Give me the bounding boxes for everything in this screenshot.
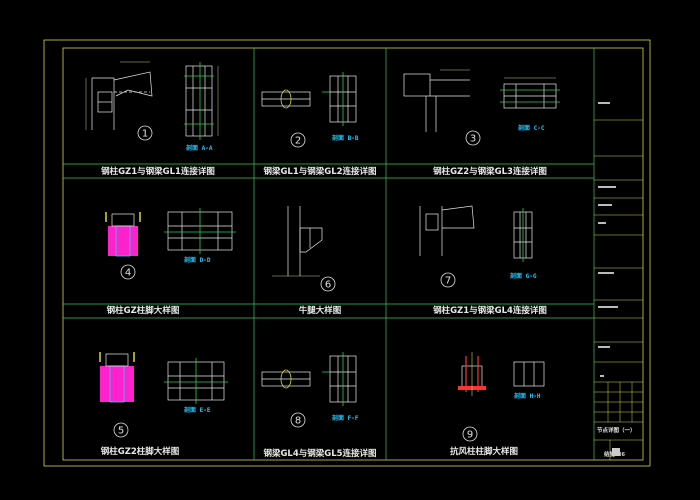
detail-5-accents bbox=[164, 358, 228, 404]
detail-7-caption: 钢柱GZ1与钢梁GL4连接详图 bbox=[433, 305, 547, 316]
detail-6-drawing bbox=[272, 206, 323, 277]
detail-1-section-label: 剖面 A-A bbox=[186, 144, 213, 152]
detail-8-number: 8 bbox=[295, 416, 301, 427]
detail-7-drawing bbox=[419, 205, 533, 259]
detail-9-section-label: 剖面 H-H bbox=[514, 392, 541, 400]
detail-2-accents bbox=[322, 72, 344, 126]
detail-5-caption: 钢柱GZ2柱脚大样图 bbox=[101, 446, 180, 457]
detail-8-drawing bbox=[261, 355, 357, 403]
detail-2-number-circle bbox=[290, 132, 306, 148]
detail-2-splice bbox=[280, 89, 292, 109]
detail-5-section-label: 剖面 E-E bbox=[184, 406, 211, 414]
detail-7-number: 7 bbox=[445, 276, 451, 287]
title-block-marks bbox=[598, 102, 618, 377]
detail-3-number: 3 bbox=[470, 134, 476, 145]
detail-2-caption: 钢梁GL1与钢梁GL2连接详图 bbox=[263, 166, 376, 177]
detail-3-caption: 钢柱GZ2与钢梁GL3连接详图 bbox=[433, 166, 547, 177]
detail-8-section-label: 剖面 F-F bbox=[332, 414, 359, 422]
detail-8-number-circle bbox=[290, 412, 306, 428]
detail-3-dims bbox=[440, 69, 556, 79]
detail-6-caption: 牛腿大样图 bbox=[299, 305, 342, 316]
detail-1-drawing bbox=[91, 65, 213, 137]
detail-3-drawing bbox=[403, 73, 557, 132]
detail-9-number-circle bbox=[462, 426, 478, 442]
detail-9-base bbox=[458, 352, 486, 396]
detail-3-section-label: 剖面 C-C bbox=[518, 124, 545, 132]
detail-1-number: 1 bbox=[142, 129, 148, 140]
outer-frame bbox=[43, 39, 651, 467]
detail-8-accents bbox=[322, 352, 344, 406]
detail-2-section-label: 剖面 B-B bbox=[332, 134, 359, 142]
detail-4-caption: 钢柱GZ柱脚大样图 bbox=[107, 305, 180, 316]
drawing-title: 节点详图（一） bbox=[597, 426, 636, 434]
detail-5-number-circle bbox=[113, 422, 129, 438]
panel-grid bbox=[63, 48, 595, 460]
detail-2-number: 2 bbox=[295, 136, 301, 147]
detail-2-drawing bbox=[261, 75, 357, 123]
detail-9-number: 9 bbox=[467, 430, 473, 441]
detail-5-number: 5 bbox=[118, 426, 124, 437]
detail-4-number: 4 bbox=[125, 268, 131, 279]
detail-8-caption: 钢梁GL4与钢梁GL5连接详图 bbox=[263, 448, 376, 459]
inner-frame bbox=[62, 47, 644, 461]
detail-1-dims bbox=[85, 61, 219, 136]
detail-3-accents bbox=[500, 89, 560, 103]
sheet-number-mark bbox=[612, 448, 620, 456]
detail-4-accents bbox=[164, 208, 236, 254]
detail-1-accents bbox=[184, 62, 214, 140]
detail-9-section bbox=[513, 361, 545, 387]
detail-4-number-circle bbox=[120, 264, 136, 280]
detail-1-caption: 钢柱GZ1与钢梁GL1连接详图 bbox=[101, 166, 215, 177]
detail-3-number-circle bbox=[465, 130, 481, 146]
detail-1-number-circle bbox=[137, 125, 153, 141]
detail-5-base bbox=[99, 352, 135, 403]
detail-7-number-circle bbox=[440, 272, 456, 288]
detail-6-number-circle bbox=[320, 276, 336, 292]
detail-9-caption: 抗风柱柱脚大样图 bbox=[450, 446, 518, 457]
title-block bbox=[594, 119, 643, 460]
detail-6-number: 6 bbox=[325, 280, 331, 291]
detail-8-splice bbox=[280, 369, 292, 389]
detail-7-section-label: 剖面 G-G bbox=[510, 272, 537, 280]
detail-4-section-label: 剖面 D-D bbox=[184, 256, 211, 264]
detail-4-base bbox=[105, 212, 141, 257]
